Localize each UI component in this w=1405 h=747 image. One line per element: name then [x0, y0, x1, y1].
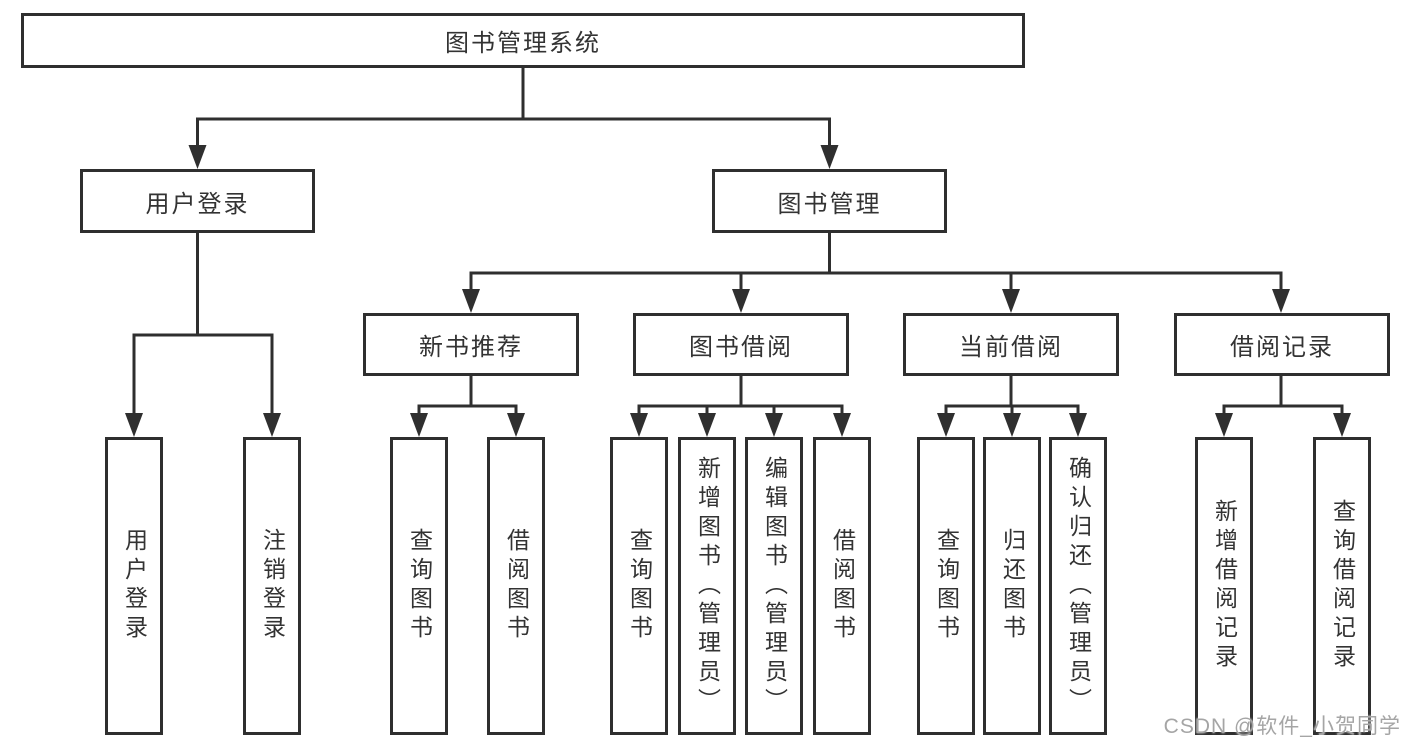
arrow-down-icon	[1069, 413, 1087, 437]
node-user-login: 用户登录	[80, 169, 315, 233]
arrow-down-icon	[1272, 289, 1290, 313]
node-book-borrow: 图书借阅	[633, 313, 849, 376]
arrow-down-icon	[732, 289, 750, 313]
arrow-down-icon	[630, 413, 648, 437]
leaf-query-books-current: 查询图书	[917, 437, 975, 735]
leaf-label: 借阅图书	[503, 528, 530, 644]
csdn-watermark: CSDN @软件_小贺同学	[1163, 715, 1401, 738]
leaf-edit-books-admin: 编辑图书（管理员）	[745, 437, 803, 735]
leaf-query-books-recommend: 查询图书	[390, 437, 448, 735]
leaf-label: 用户登录	[121, 528, 148, 644]
leaf-query-borrow-record: 查询借阅记录	[1313, 437, 1371, 735]
leaf-label: 查询借阅记录	[1329, 499, 1356, 673]
leaf-label: 编辑图书（管理员）	[761, 455, 788, 717]
connector-user-login	[132, 231, 274, 414]
leaf-label: 确认归还（管理员）	[1065, 455, 1092, 717]
leaf-user-login: 用户登录	[105, 437, 163, 735]
leaf-add-books-admin: 新增图书（管理员）	[678, 437, 736, 735]
leaf-label: 新增借阅记录	[1211, 499, 1238, 673]
leaf-confirm-return-admin: 确认归还（管理员）	[1049, 437, 1107, 735]
arrow-down-icon	[820, 145, 839, 169]
leaf-label: 借阅图书	[829, 528, 856, 644]
leaf-add-borrow-record: 新增借阅记录	[1195, 437, 1253, 735]
arrow-down-icon	[507, 413, 525, 437]
arrowhead-icons	[125, 145, 1351, 437]
arrow-down-icon	[765, 413, 783, 437]
leaf-logout: 注销登录	[243, 437, 301, 735]
arrow-down-icon	[698, 413, 716, 437]
arrow-down-icon	[1003, 413, 1021, 437]
leaf-borrow-books: 借阅图书	[813, 437, 871, 735]
arrow-down-icon	[410, 413, 428, 437]
leaf-label: 注销登录	[259, 528, 286, 644]
arrow-down-icon	[1333, 413, 1351, 437]
node-book-management: 图书管理	[712, 169, 947, 233]
arrow-down-icon	[462, 289, 480, 313]
node-current-borrow: 当前借阅	[903, 313, 1119, 376]
leaf-label: 查询图书	[933, 528, 960, 644]
connector-borrow-records	[1222, 374, 1344, 414]
connector-book-management	[469, 231, 1283, 290]
leaf-label: 新增图书（管理员）	[694, 455, 721, 717]
node-new-book-recommend: 新书推荐	[363, 313, 579, 376]
arrow-down-icon	[263, 413, 281, 437]
leaf-label: 归还图书	[999, 528, 1026, 644]
arrow-down-icon	[937, 413, 955, 437]
connector-new-book-recommend	[417, 374, 518, 414]
node-borrow-records: 借阅记录	[1174, 313, 1390, 376]
leaf-query-books-borrow: 查询图书	[610, 437, 668, 735]
connector-root	[196, 66, 831, 146]
leaf-borrow-books-recommend: 借阅图书	[487, 437, 545, 735]
leaf-label: 查询图书	[406, 528, 433, 644]
leaf-label: 查询图书	[626, 528, 653, 644]
arrow-down-icon	[125, 413, 143, 437]
leaf-return-books: 归还图书	[983, 437, 1041, 735]
node-library-management-system: 图书管理系统	[21, 13, 1025, 68]
connector-book-borrow	[637, 374, 844, 414]
connector-current-borrow	[944, 374, 1080, 414]
arrow-down-icon	[833, 413, 851, 437]
arrow-down-icon	[1215, 413, 1233, 437]
arrow-down-icon	[188, 145, 207, 169]
arrow-down-icon	[1002, 289, 1020, 313]
